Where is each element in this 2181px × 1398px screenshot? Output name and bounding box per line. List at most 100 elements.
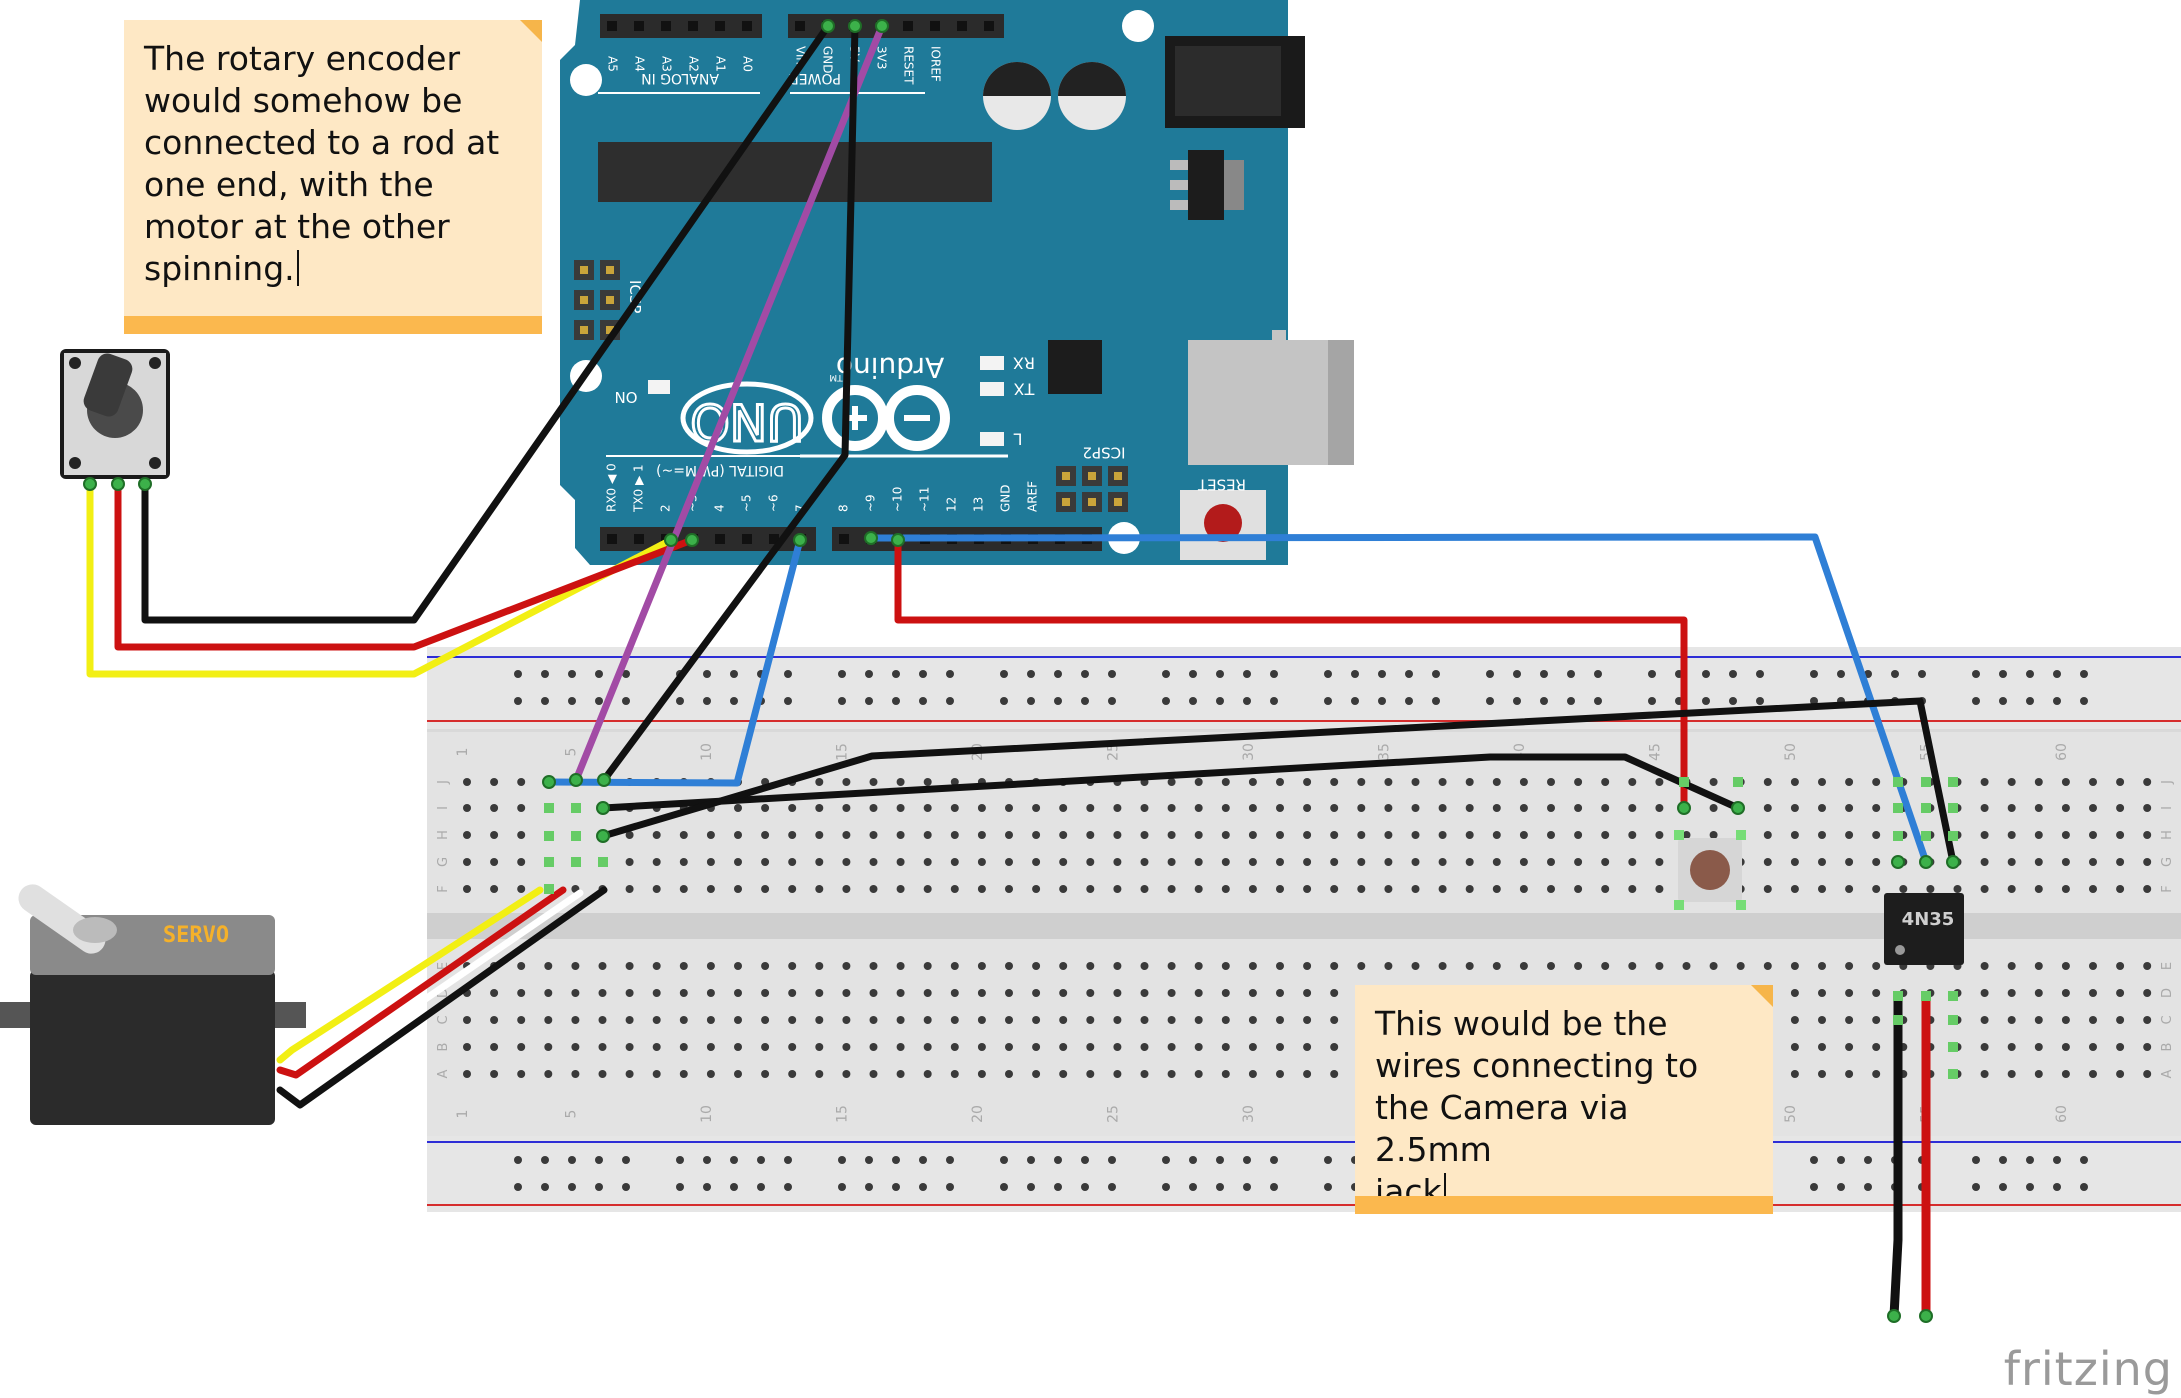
breadboard-hole[interactable] bbox=[1818, 831, 1826, 839]
breadboard-hole[interactable] bbox=[1845, 858, 1854, 866]
breadboard-hole[interactable] bbox=[1032, 962, 1041, 970]
rail-hole[interactable] bbox=[1027, 670, 1035, 678]
breadboard-hole[interactable] bbox=[1872, 1043, 1881, 1051]
breadboard-hole[interactable] bbox=[571, 1043, 580, 1051]
breadboard-hole[interactable] bbox=[1167, 962, 1176, 970]
breadboard-hole[interactable] bbox=[1086, 831, 1095, 839]
header-pin[interactable] bbox=[795, 21, 805, 31]
breadboard-hole[interactable] bbox=[1547, 831, 1555, 839]
breadboard-hole[interactable] bbox=[1357, 778, 1366, 786]
breadboard-hole[interactable] bbox=[788, 1016, 797, 1024]
breadboard-hole[interactable] bbox=[1465, 962, 1474, 970]
breadboard-hole[interactable] bbox=[923, 989, 932, 997]
breadboard-hole[interactable] bbox=[1790, 1043, 1799, 1051]
breadboard-hole[interactable] bbox=[1411, 962, 1420, 970]
breadboard-hole[interactable] bbox=[1276, 1016, 1284, 1024]
breadboard-hole[interactable] bbox=[2089, 885, 2097, 893]
breadboard-hole[interactable] bbox=[490, 804, 499, 812]
rail-hole[interactable] bbox=[1540, 670, 1548, 678]
breadboard-hole[interactable] bbox=[517, 858, 526, 866]
breadboard-hole[interactable] bbox=[1194, 804, 1203, 812]
breadboard-hole[interactable] bbox=[1221, 989, 1230, 997]
rail-hole[interactable] bbox=[1648, 670, 1656, 678]
rail-hole[interactable] bbox=[1324, 1183, 1332, 1191]
breadboard-hole[interactable] bbox=[1790, 962, 1799, 970]
breadboard-hole[interactable] bbox=[1628, 885, 1637, 893]
breadboard-hole[interactable] bbox=[1221, 962, 1230, 970]
breadboard-hole[interactable] bbox=[1574, 858, 1583, 866]
breadboard-hole[interactable] bbox=[1248, 831, 1257, 839]
rail-hole[interactable] bbox=[1999, 1183, 2007, 1191]
rail-hole[interactable] bbox=[1243, 1156, 1251, 1164]
breadboard-hole[interactable] bbox=[706, 831, 715, 839]
rail-hole[interactable] bbox=[595, 697, 603, 705]
breadboard-hole[interactable] bbox=[1221, 1016, 1230, 1024]
rail-hole[interactable] bbox=[784, 697, 792, 705]
breadboard-hole[interactable] bbox=[734, 989, 742, 997]
wire-end[interactable] bbox=[596, 801, 610, 815]
breadboard-hole[interactable] bbox=[1790, 778, 1799, 786]
rail-hole[interactable] bbox=[2026, 1183, 2034, 1191]
breadboard-hole[interactable] bbox=[1763, 831, 1772, 839]
breadboard-hole[interactable] bbox=[869, 962, 878, 970]
breadboard-hole[interactable] bbox=[1980, 831, 1989, 839]
rail-hole[interactable] bbox=[1729, 697, 1737, 705]
rail-hole[interactable] bbox=[1567, 697, 1575, 705]
breadboard-hole[interactable] bbox=[2061, 1070, 2070, 1078]
breadboard-hole[interactable] bbox=[544, 1043, 553, 1051]
rail-hole[interactable] bbox=[730, 1183, 738, 1191]
breadboard-hole[interactable] bbox=[652, 1016, 661, 1024]
breadboard-hole[interactable] bbox=[1574, 962, 1583, 970]
breadboard-hole[interactable] bbox=[1248, 778, 1257, 786]
breadboard-hole[interactable] bbox=[706, 962, 715, 970]
rail-hole[interactable] bbox=[730, 697, 738, 705]
rail-hole[interactable] bbox=[2080, 697, 2088, 705]
breadboard-hole[interactable] bbox=[761, 804, 770, 812]
breadboard-hole[interactable] bbox=[1221, 831, 1230, 839]
rail-hole[interactable] bbox=[1270, 670, 1278, 678]
breadboard-hole[interactable] bbox=[1221, 778, 1230, 786]
rail-hole[interactable] bbox=[1810, 1183, 1818, 1191]
breadboard-hole[interactable] bbox=[1248, 1070, 1257, 1078]
breadboard-hole[interactable] bbox=[1547, 804, 1555, 812]
breadboard-hole[interactable] bbox=[1628, 831, 1637, 839]
breadboard-hole[interactable] bbox=[761, 1043, 770, 1051]
breadboard-hole[interactable] bbox=[950, 1016, 959, 1024]
breadboard-hole[interactable] bbox=[1086, 1070, 1095, 1078]
breadboard-hole[interactable] bbox=[1059, 885, 1068, 893]
breadboard-hole[interactable] bbox=[1194, 962, 1203, 970]
breadboard-hole[interactable] bbox=[1628, 858, 1637, 866]
breadboard-hole[interactable] bbox=[1438, 831, 1447, 839]
breadboard-hole[interactable] bbox=[1980, 1043, 1989, 1051]
breadboard-hole[interactable] bbox=[1655, 885, 1664, 893]
breadboard-hole[interactable] bbox=[2143, 858, 2152, 866]
breadboard-hole[interactable] bbox=[761, 1016, 770, 1024]
breadboard-hole[interactable] bbox=[1438, 804, 1447, 812]
rail-hole[interactable] bbox=[2026, 1156, 2034, 1164]
header-pin[interactable] bbox=[984, 21, 994, 31]
rail-hole[interactable] bbox=[568, 1156, 576, 1164]
rail-hole[interactable] bbox=[919, 697, 927, 705]
breadboard-hole[interactable] bbox=[1790, 858, 1799, 866]
rail-hole[interactable] bbox=[1324, 1156, 1332, 1164]
breadboard-hole[interactable] bbox=[1655, 962, 1664, 970]
breadboard-hole[interactable] bbox=[1248, 962, 1257, 970]
rail-hole[interactable] bbox=[2053, 670, 2061, 678]
rail-hole[interactable] bbox=[1027, 1183, 1035, 1191]
breadboard-hole[interactable] bbox=[544, 989, 553, 997]
rail-hole[interactable] bbox=[1189, 670, 1197, 678]
rail-hole[interactable] bbox=[514, 1156, 522, 1164]
breadboard-hole[interactable] bbox=[1465, 858, 1474, 866]
breadboard-hole[interactable] bbox=[896, 885, 905, 893]
breadboard-hole[interactable] bbox=[2007, 1043, 2016, 1051]
breadboard-hole[interactable] bbox=[2116, 989, 2125, 997]
breadboard-hole[interactable] bbox=[625, 1043, 634, 1051]
breadboard-hole[interactable] bbox=[1167, 885, 1176, 893]
breadboard-hole[interactable] bbox=[1655, 858, 1664, 866]
breadboard-hole[interactable] bbox=[1818, 885, 1826, 893]
breadboard-hole[interactable] bbox=[1086, 885, 1095, 893]
breadboard-hole[interactable] bbox=[1194, 1016, 1203, 1024]
rail-hole[interactable] bbox=[1162, 670, 1170, 678]
breadboard-hole[interactable] bbox=[1357, 885, 1366, 893]
breadboard-hole[interactable] bbox=[950, 1043, 959, 1051]
